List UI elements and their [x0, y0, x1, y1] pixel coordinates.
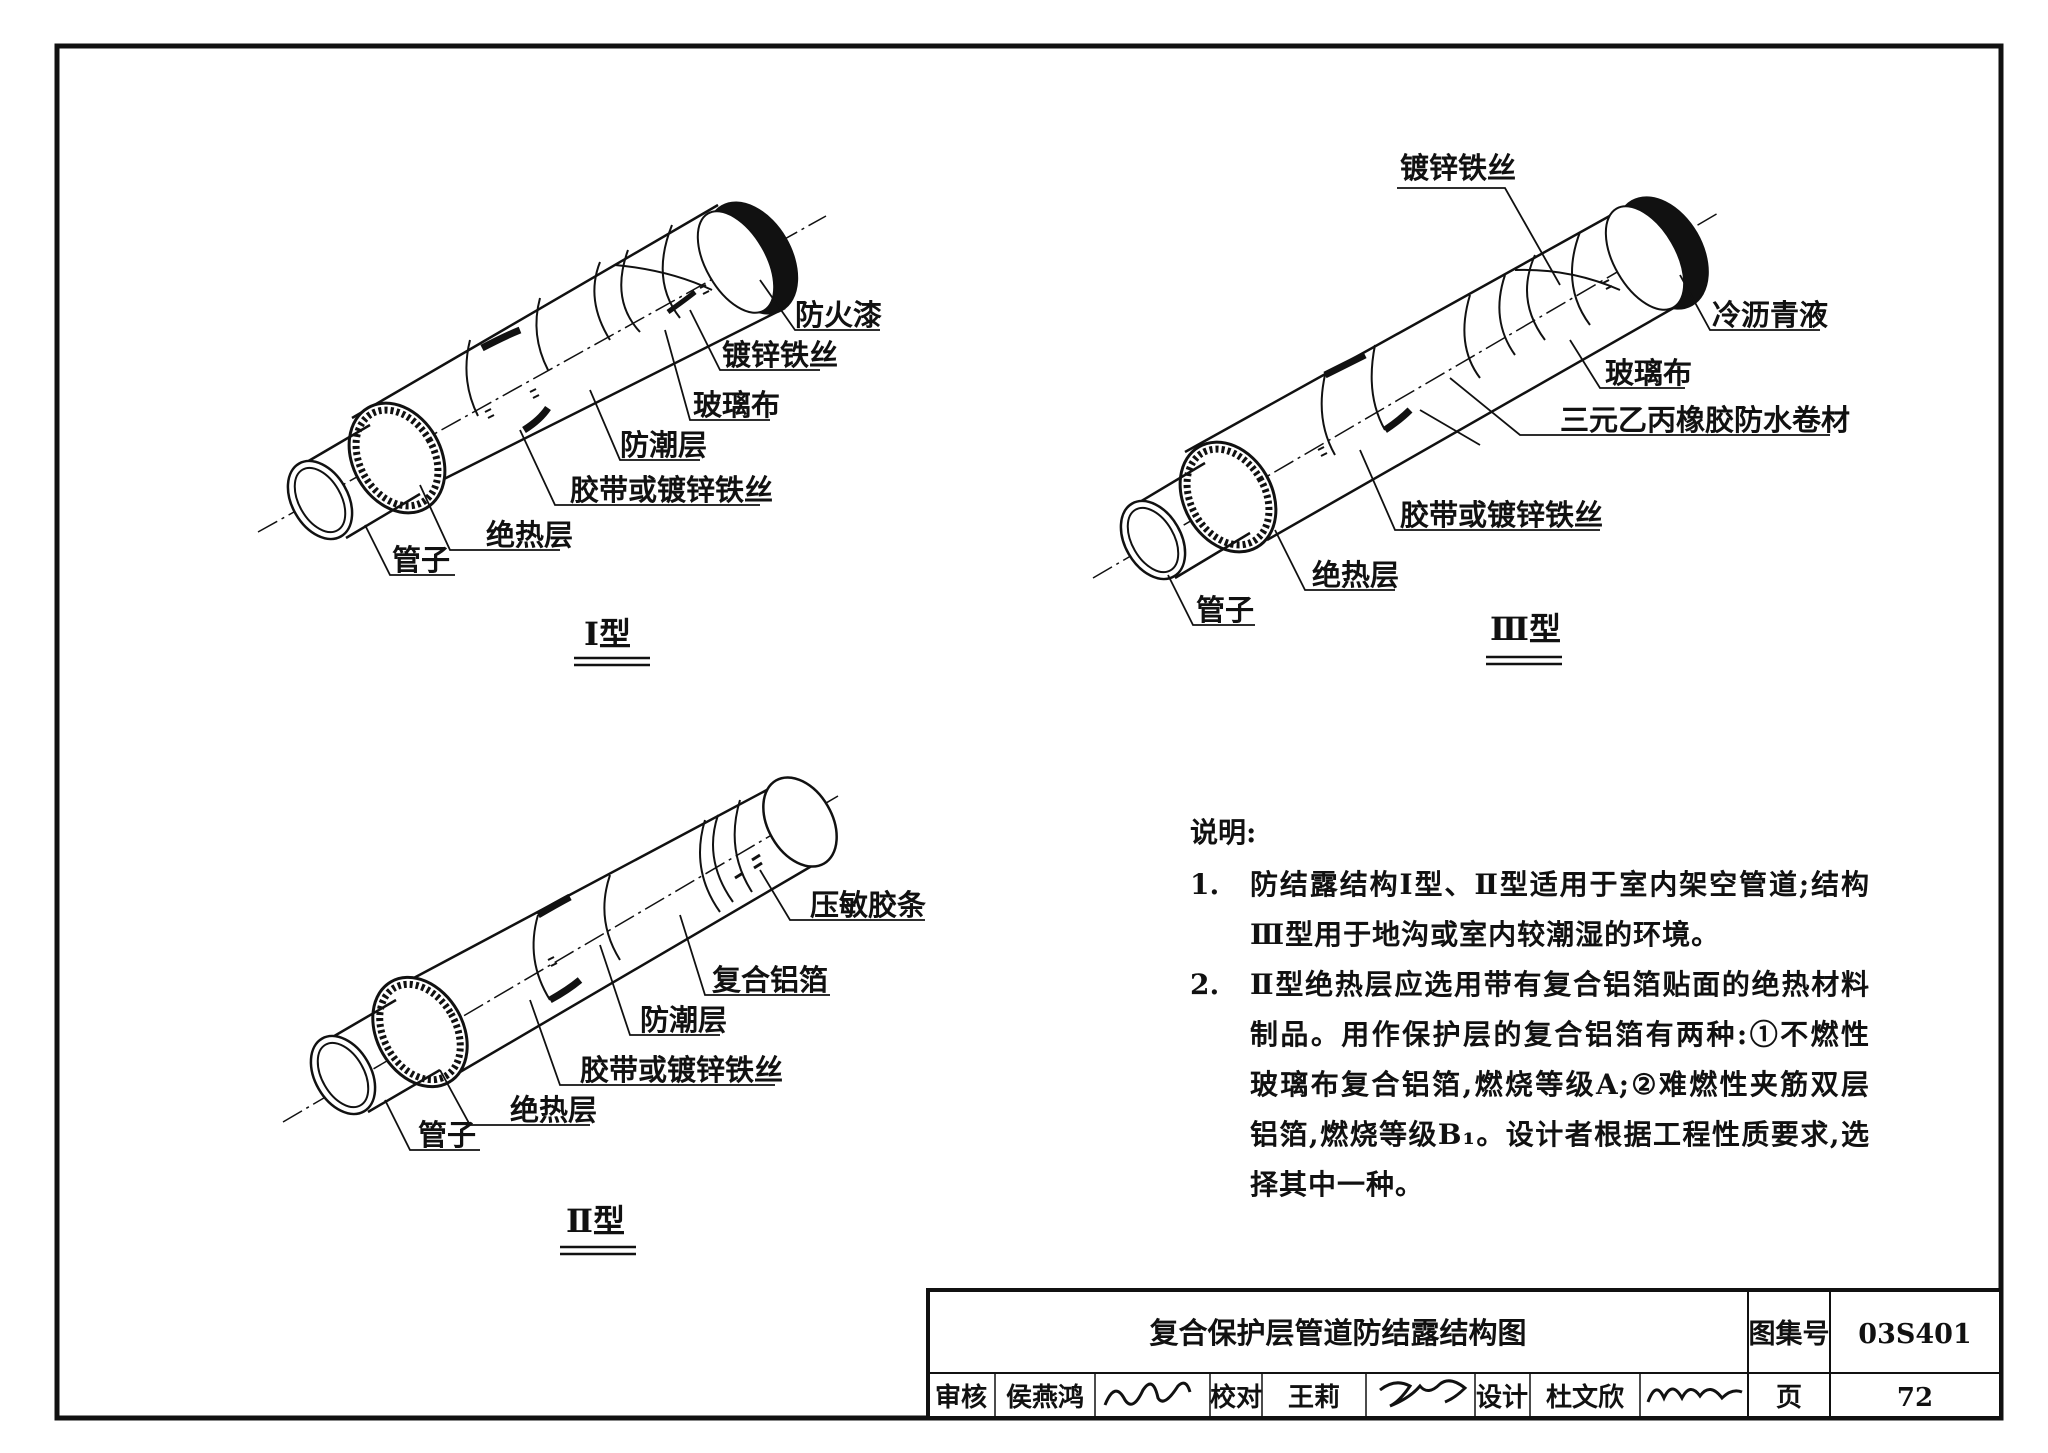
- caption-type-3: Ⅲ型: [1490, 610, 1561, 648]
- type3-leaders: [1167, 187, 1830, 626]
- page-number: 72: [1897, 1383, 1933, 1413]
- notes-heading: 说明:: [1190, 816, 1257, 849]
- sheet-border: [54, 43, 2004, 1421]
- label-insulation: 绝热层: [486, 518, 573, 552]
- type2-labels: 压敏胶条 复合铝箔 防潮层 胶带或镀锌铁丝 绝热层 管子 Ⅱ型: [418, 888, 926, 1256]
- designer-name: 杜文欣: [1546, 1382, 1624, 1413]
- type2-leaders: [384, 869, 925, 1151]
- type1-labels: 防火漆 镀锌铁丝 玻璃布 防潮层 胶带或镀锌铁丝 绝热层 管子 Ⅰ型: [392, 298, 882, 667]
- label-glass-cloth: 玻璃布: [1605, 356, 1692, 390]
- label-insulation: 绝热层: [510, 1093, 597, 1127]
- note-text: Ⅱ型绝热层应选用带有复合铝箔贴面的绝热材料制品。用作保护层的复合铝箔有两种:①不…: [1250, 968, 1870, 1201]
- type1-leaders: [364, 279, 880, 576]
- label-epdm-membrane: 三元乙丙橡胶防水卷材: [1560, 403, 1850, 437]
- check-label: 校对: [1210, 1382, 1262, 1413]
- label-fire-paint: 防火漆: [795, 298, 882, 332]
- review-label: 审核: [935, 1382, 987, 1413]
- pipe-type-1: [257, 201, 827, 541]
- notes-section: 说明: 1. 防结露结构Ⅰ型、Ⅱ型适用于室内架空管道;结构Ⅲ型用于地沟或室内较潮…: [1190, 808, 1870, 1210]
- label-glass-cloth: 玻璃布: [693, 388, 780, 422]
- reviewer-signature: [1103, 1381, 1192, 1406]
- label-aluminum-foil: 复合铝箔: [712, 963, 828, 997]
- type3-labels: 镀锌铁丝 冷沥青液 玻璃布 三元乙丙橡胶防水卷材 胶带或镀锌铁丝 绝热层 管子 …: [1196, 151, 1850, 666]
- note-text: 防结露结构Ⅰ型、Ⅱ型适用于室内架空管道;结构Ⅲ型用于地沟或室内较潮湿的环境。: [1250, 868, 1870, 951]
- label-cold-asphalt: 冷沥青液: [1712, 298, 1828, 332]
- label-tape-or-wire: 胶带或镀锌铁丝: [580, 1053, 783, 1087]
- drawing-title: 复合保护层管道防结露结构图: [1149, 1316, 1526, 1350]
- note-number: 2.: [1190, 968, 1220, 1001]
- label-tape-or-wire: 胶带或镀锌铁丝: [570, 473, 773, 507]
- atlas-label: 图集号: [1749, 1318, 1830, 1350]
- title-block: 复合保护层管道防结露结构图 图集号 03S401 审核 侯燕鸿 校对 王莉 设计…: [926, 1288, 2003, 1420]
- label-insulation: 绝热层: [1312, 558, 1399, 592]
- atlas-number: 03S401: [1858, 1319, 1971, 1350]
- checker-signature: [1379, 1379, 1468, 1408]
- label-moisture-layer: 防潮层: [620, 428, 707, 462]
- label-pressure-strip: 压敏胶条: [810, 888, 926, 922]
- label-pipe: 管子: [392, 543, 450, 577]
- design-label: 设计: [1476, 1383, 1528, 1413]
- designer-signature: [1646, 1387, 1743, 1403]
- label-galv-wire: 镀锌铁丝: [722, 338, 838, 372]
- label-tape-or-wire: 胶带或镀锌铁丝: [1400, 498, 1603, 532]
- pipe-type-3: [1092, 196, 1721, 581]
- pipe-type-2: [282, 776, 839, 1123]
- caption-type-1: Ⅰ型: [584, 615, 631, 653]
- checker-name: 王莉: [1288, 1383, 1340, 1413]
- page-label: 页: [1776, 1383, 1802, 1413]
- caption-type-2: Ⅱ型: [566, 1202, 625, 1240]
- reviewer-name: 侯燕鸿: [1006, 1382, 1084, 1413]
- label-moisture-layer: 防潮层: [640, 1003, 727, 1037]
- label-galv-wire: 镀锌铁丝: [1400, 151, 1516, 185]
- label-pipe: 管子: [1196, 593, 1254, 627]
- note-item-2: 2. Ⅱ型绝热层应选用带有复合铝箔贴面的绝热材料制品。用作保护层的复合铝箔有两种…: [1190, 960, 1870, 1210]
- note-number: 1.: [1190, 868, 1220, 901]
- label-pipe: 管子: [418, 1118, 476, 1152]
- note-item-1: 1. 防结露结构Ⅰ型、Ⅱ型适用于室内架空管道;结构Ⅲ型用于地沟或室内较潮湿的环境…: [1190, 860, 1870, 960]
